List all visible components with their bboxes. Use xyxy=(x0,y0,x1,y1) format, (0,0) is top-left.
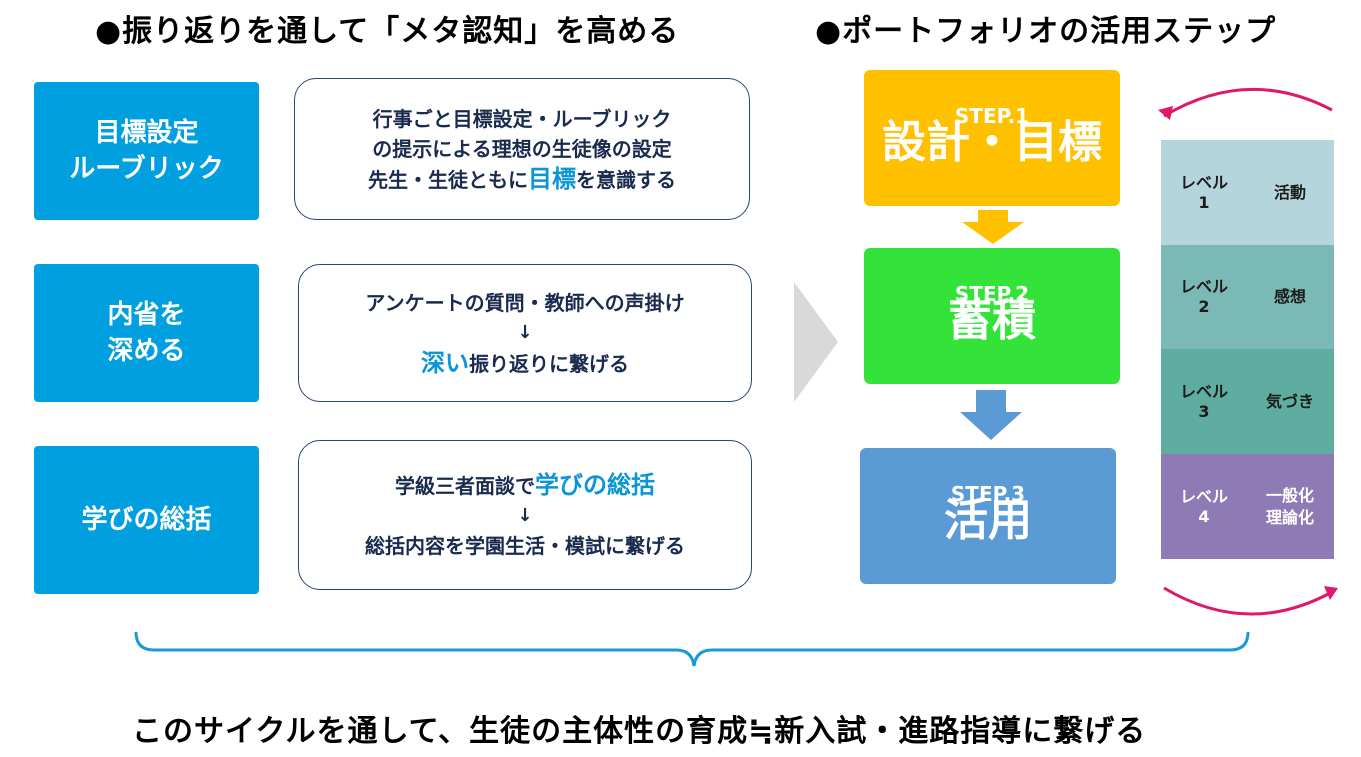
down-arrow-glyph: ↓ xyxy=(517,501,532,531)
label-line: 内省を xyxy=(107,300,186,330)
down-arrow-glyph: ↓ xyxy=(517,318,532,348)
desc-highlight: 目標 xyxy=(528,164,576,193)
level-word: レベル xyxy=(1179,381,1228,401)
label-line: 目標設定 xyxy=(94,118,199,148)
desc-box-reflection: アンケートの質問・教師への声掛け ↓ 深い振り返りに繋げる xyxy=(298,264,752,402)
down-arrow-icon: ↓ xyxy=(517,321,533,343)
left-heading: ●振り返りを通して「メタ認知」を高める xyxy=(95,14,680,49)
desc-highlight: 深い xyxy=(421,348,469,377)
label-box-reflection: 内省を 深める xyxy=(34,264,259,402)
level-word: レベル xyxy=(1179,172,1228,192)
desc-line: 深い振り返りに繋げる xyxy=(421,348,629,379)
level-desc: 一般化理論化 xyxy=(1247,485,1333,529)
label-line: 深める xyxy=(107,336,186,366)
step-label: STEP.1 xyxy=(954,104,1030,128)
level-desc-line: 活動 xyxy=(1273,182,1306,202)
cycle-arrow-bottom-icon xyxy=(1163,586,1338,616)
down-arrow-icon xyxy=(962,210,1024,244)
step-title: 蓄積 xyxy=(948,295,1036,346)
level-number: 2 xyxy=(1198,297,1210,316)
right-heading: ●ポートフォリオの活用ステップ xyxy=(815,14,1277,49)
desc-highlight: 学びの総括 xyxy=(535,470,655,499)
desc-text: アンケートの質問・教師への声掛け xyxy=(365,290,685,315)
brace-icon xyxy=(134,631,1250,667)
desc-line: 先生・生徒ともに目標を意識する xyxy=(368,164,676,195)
step-box-3: STEP.3 活用 xyxy=(860,448,1116,584)
desc-text: 学級三者面談で xyxy=(395,473,535,498)
level-desc-line: 理論化 xyxy=(1265,507,1314,527)
desc-text: 総括内容を学園生活・模試に繋げる xyxy=(365,533,685,558)
step-box-2: STEP.2 蓄積 xyxy=(864,248,1120,384)
desc-line: 行事ごと目標設定・ルーブリック xyxy=(373,104,672,134)
desc-line: の提示による理想の生徒像の設定 xyxy=(372,134,671,164)
label-line: ルーブリック xyxy=(69,154,224,184)
step-label: STEP.3 xyxy=(950,482,1026,506)
level-desc-line: 感想 xyxy=(1273,287,1306,306)
desc-text: の提示による理想の生徒像の設定 xyxy=(372,136,672,161)
desc-text: 先生・生徒ともに xyxy=(368,167,528,192)
chevron-right-icon xyxy=(794,282,838,402)
label-box-goal-setting: 目標設定 ルーブリック xyxy=(34,82,259,220)
cycle-arrow-top-icon xyxy=(1158,88,1333,120)
level-number: 4 xyxy=(1198,506,1210,526)
level-desc: 気づき xyxy=(1247,391,1333,413)
level-desc: 感想 xyxy=(1247,286,1333,308)
step-title: 設計・目標 xyxy=(882,117,1102,168)
desc-text: 振り返りに繋げる xyxy=(469,351,629,376)
level-number: 1 xyxy=(1198,192,1210,212)
level-desc-line: 一般化 xyxy=(1265,485,1314,505)
down-arrow-icon: ↓ xyxy=(517,504,533,526)
level-word: レベル xyxy=(1179,486,1228,506)
desc-line: 総括内容を学園生活・模試に繋げる xyxy=(365,531,685,561)
desc-text: 行事ごと目標設定・ルーブリック xyxy=(372,106,672,131)
step-label: STEP.2 xyxy=(954,282,1030,306)
level-word: レベル xyxy=(1179,277,1228,296)
label-line: 学びの総括 xyxy=(81,505,212,535)
step-title: 活用 xyxy=(944,495,1032,546)
desc-text: を意識する xyxy=(576,167,676,192)
level-desc: 活動 xyxy=(1247,182,1333,204)
desc-line: アンケートの質問・教師への声掛け xyxy=(365,288,684,318)
desc-line: 学級三者面談で学びの総括 xyxy=(395,470,655,501)
level-desc-line: 気づき xyxy=(1265,391,1314,411)
bottom-summary-text: このサイクルを通して、生徒の主体性の育成≒新入試・進路指導に繋げる xyxy=(132,714,1147,749)
desc-box-goal-setting: 行事ごと目標設定・ルーブリック の提示による理想の生徒像の設定 先生・生徒ともに… xyxy=(294,78,750,220)
level-number: 3 xyxy=(1198,401,1210,421)
step-box-1: STEP.1 設計・目標 xyxy=(864,70,1120,206)
desc-box-summary: 学級三者面談で学びの総括 ↓ 総括内容を学園生活・模試に繋げる xyxy=(298,440,752,590)
down-arrow-icon xyxy=(960,390,1022,440)
label-box-summary: 学びの総括 xyxy=(34,446,259,594)
